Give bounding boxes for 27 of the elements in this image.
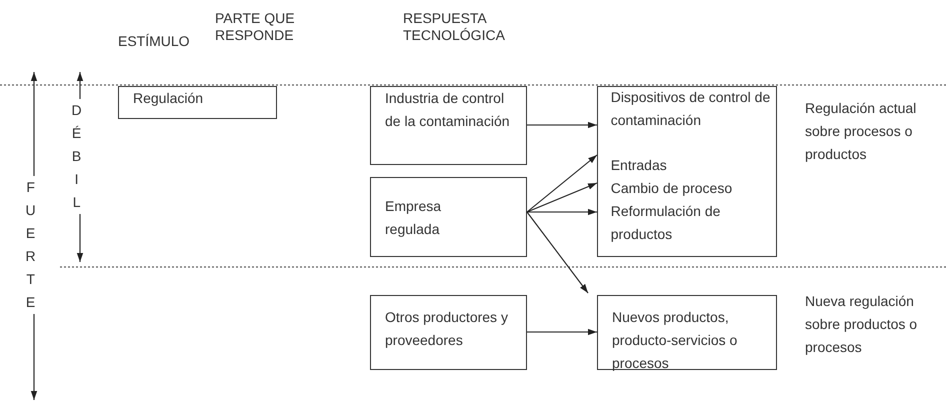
scale-label: FUERTE [25,176,36,314]
response-item: Cambio de proceso [596,176,777,200]
box-text: Empresa regulada [385,197,442,239]
response-item: Dispositivos de control de contaminación [596,86,777,155]
arrow [527,328,597,336]
response-item: Entradas [596,154,777,177]
arrow [526,182,598,212]
process-box [118,86,277,119]
arrow [527,122,597,128]
arrow [526,154,598,212]
process-box [370,177,527,257]
box-text: Nuevos productos, producto-servicios o procesos [612,308,738,373]
process-box [597,295,777,370]
arrow [527,208,597,216]
scale-label: DÉBIL [71,99,82,214]
response-item: Reformulación de productos [596,200,777,246]
response-box [597,86,777,257]
side-note: Regulación actual sobre procesos o productos [805,99,918,164]
box-text: Regulación [133,89,204,108]
process-box [370,86,527,165]
column-header: RESPUESTA TECNOLÓGICA [403,10,506,44]
process-box [370,295,527,370]
column-header: PARTE QUE RESPONDE [215,10,296,44]
box-text: Industria de control de la contaminación [385,89,511,131]
side-note: Nueva regulación sobre productos o procesos [805,292,918,357]
box-text: Otros productores y proveedores [385,308,509,350]
arrow [526,212,588,294]
